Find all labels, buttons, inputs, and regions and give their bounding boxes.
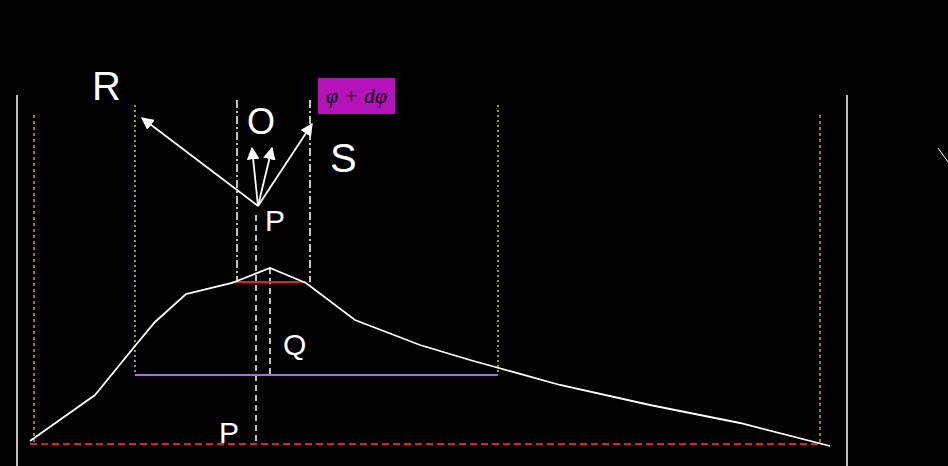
edge-mark [938, 148, 948, 162]
region-fill [37, 23, 836, 211]
projection-line [269, 268, 271, 375]
terrain-profile [30, 268, 830, 446]
label-holder: P [219, 418, 239, 448]
gradient-arrow [252, 148, 258, 206]
base-level-line [30, 443, 820, 445]
region-border [29, 15, 849, 219]
region-outer-shape [28, 10, 852, 220]
projection-line [255, 215, 257, 445]
frame-line [16, 95, 18, 466]
point-label: S [330, 138, 357, 178]
projection-line [819, 115, 821, 444]
contour-level-line [135, 374, 498, 376]
text-holder: φ + dφ [318, 78, 395, 114]
text-holder: φ [418, 162, 439, 200]
label-holder: S [330, 138, 357, 178]
label-holder: P [265, 206, 285, 236]
frame-line [846, 95, 848, 466]
region-inner-fill [136, 57, 502, 140]
summit-level-line [232, 281, 305, 283]
region-inner: φ + dφ [130, 54, 506, 144]
point-label: R [92, 66, 121, 106]
point-label: P [265, 206, 285, 236]
point-label: P [219, 418, 239, 448]
projection-line [309, 100, 311, 282]
label-holder: O [247, 104, 275, 140]
gradient-arrow [258, 124, 312, 206]
gradient-arrow [142, 118, 258, 206]
projection-line [134, 105, 135, 375]
projection-line [497, 105, 498, 375]
point-label: O [247, 104, 275, 140]
point-label: Q [283, 330, 306, 360]
label-holder: R [92, 66, 121, 106]
gradient-arrow [258, 148, 272, 206]
potential-label: φ [418, 162, 439, 200]
projection-line [33, 115, 35, 444]
potential-increment-label: φ + dφ [318, 78, 395, 114]
region-outer: φ φ + dφ [28, 10, 852, 220]
projection-line [236, 100, 238, 282]
label-holder: Q [283, 330, 306, 360]
